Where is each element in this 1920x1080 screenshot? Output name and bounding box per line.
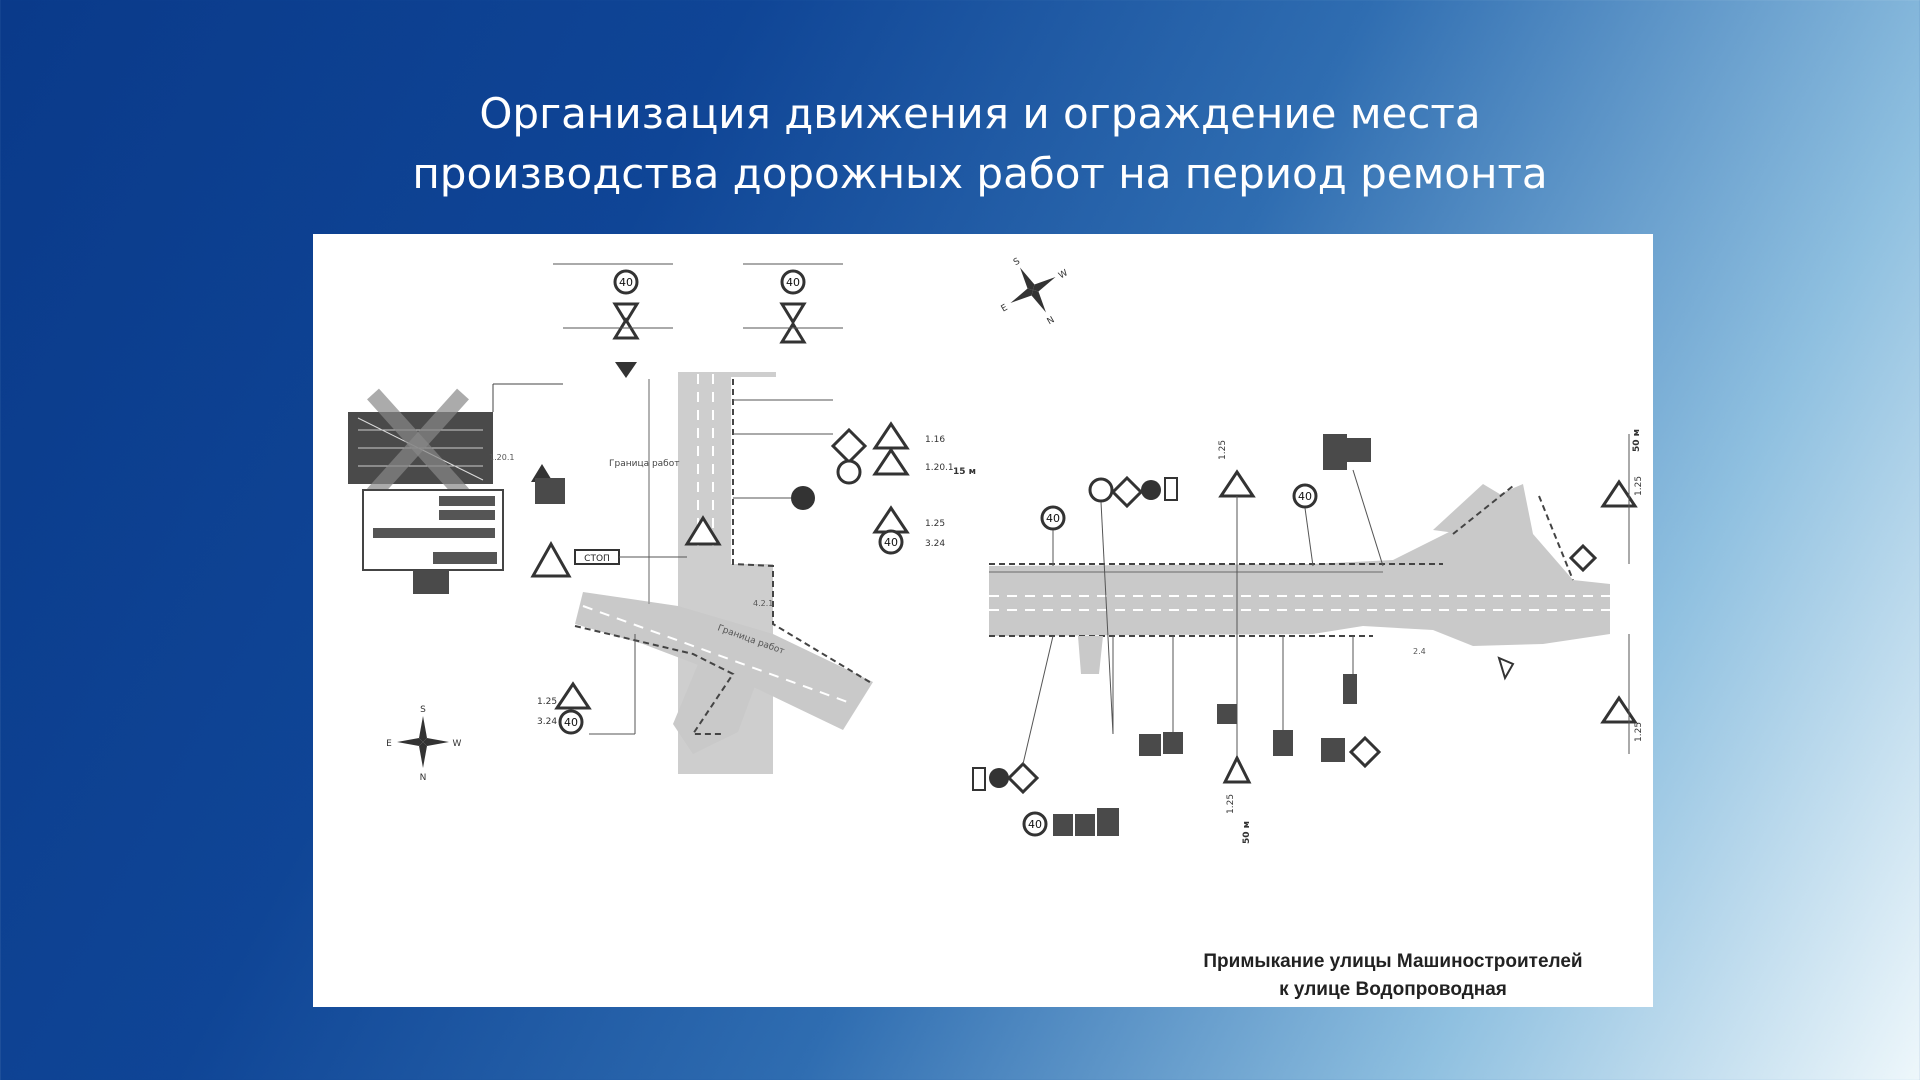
slide-title: Организация движения и ограждение места … — [0, 84, 1920, 204]
sign-code-s8: 2.4 — [1413, 647, 1426, 656]
speed-limit-sign-6: 40 — [1298, 490, 1312, 503]
right-edge-signs: 50 м 1.25 1.25 — [1497, 429, 1644, 754]
distance-d1: 15 м — [953, 467, 976, 477]
compass-right-s: S — [1012, 256, 1022, 268]
compass-n: N — [420, 773, 427, 783]
left-side-signs: 1.16 1.20.1 15 м 40 1.25 3.24 — [733, 399, 976, 555]
compass-right-w: W — [1057, 268, 1070, 281]
left-intersection: Граница работ — [574, 372, 874, 774]
work-zone-label: Граница работ — [609, 459, 679, 469]
sign-code-s6: 1.25 — [925, 519, 945, 529]
right-intersection — [989, 484, 1610, 674]
diagram-caption: Примыкание улицы Машиностроителей к улиц… — [1113, 948, 1673, 1004]
sign-code-s13: 1.25 — [1634, 722, 1644, 742]
speed-limit-sign-1: 40 — [619, 276, 633, 289]
diagram-caption-line-1: Примыкание улицы Машиностроителей — [1203, 951, 1583, 972]
traffic-scheme-panel: Граница работ 40 — [313, 234, 1653, 1007]
sign-code-s4: 1.16 — [925, 435, 945, 445]
sign-code-s1: 1.25 — [537, 697, 557, 707]
distance-d2: 50 м — [1632, 429, 1642, 452]
compass-right-e: E — [1000, 303, 1010, 315]
compass-rose-right: S N E W — [1000, 256, 1070, 327]
compass-e: E — [386, 739, 392, 749]
slide-title-line-1: Организация движения и ограждение места — [479, 89, 1481, 138]
compass-right-n: N — [1046, 315, 1057, 327]
distance-d3: 50 м — [1242, 821, 1252, 844]
speed-limit-sign-5: 40 — [1046, 512, 1060, 525]
diagram-caption-line-2: к улице Водопроводная — [1279, 979, 1507, 1000]
speed-limit-sign-7: 40 — [1028, 818, 1042, 831]
speed-limit-sign-3: 40 — [884, 536, 898, 549]
compass-rose-left: S N E W — [386, 705, 461, 783]
compass-s: S — [420, 705, 426, 715]
new-direction-sign — [362, 383, 563, 594]
speed-limit-sign-4: 40 — [564, 716, 578, 729]
left-bottom-signs: 40 1.25 3.24 — [537, 634, 636, 735]
speed-limit-sign-2: 40 — [786, 276, 800, 289]
sign-code-s9: 1.20.1 — [489, 453, 514, 462]
traffic-scheme-diagram: Граница работ 40 — [348, 256, 1644, 844]
sign-code-s2: 3.24 — [537, 717, 557, 727]
sign-code-s5: 4.2.1 — [753, 599, 773, 608]
right-top-signs: 40 1.25 40 — [1040, 434, 1384, 764]
crossed-direction-sign — [348, 388, 493, 500]
compass-w: W — [453, 739, 462, 749]
right-bottom-signs: 40 1.25 50 м — [972, 635, 1382, 844]
sign-code-s12: 1.25 — [1634, 476, 1644, 496]
detour-sign-text: СТОП — [584, 554, 610, 564]
left-top-signs: 40 40 — [553, 263, 843, 378]
slide-title-line-2: производства дорожных работ на период ре… — [412, 149, 1548, 198]
yield-triangle — [530, 540, 572, 578]
sign-code-s3: 1.20.1 — [925, 463, 954, 473]
sign-code-s10: 1.25 — [1218, 440, 1228, 460]
sign-code-s11: 1.25 — [1226, 794, 1236, 814]
work-zone-boundary — [732, 379, 874, 685]
sign-code-s7: 3.24 — [925, 539, 945, 549]
